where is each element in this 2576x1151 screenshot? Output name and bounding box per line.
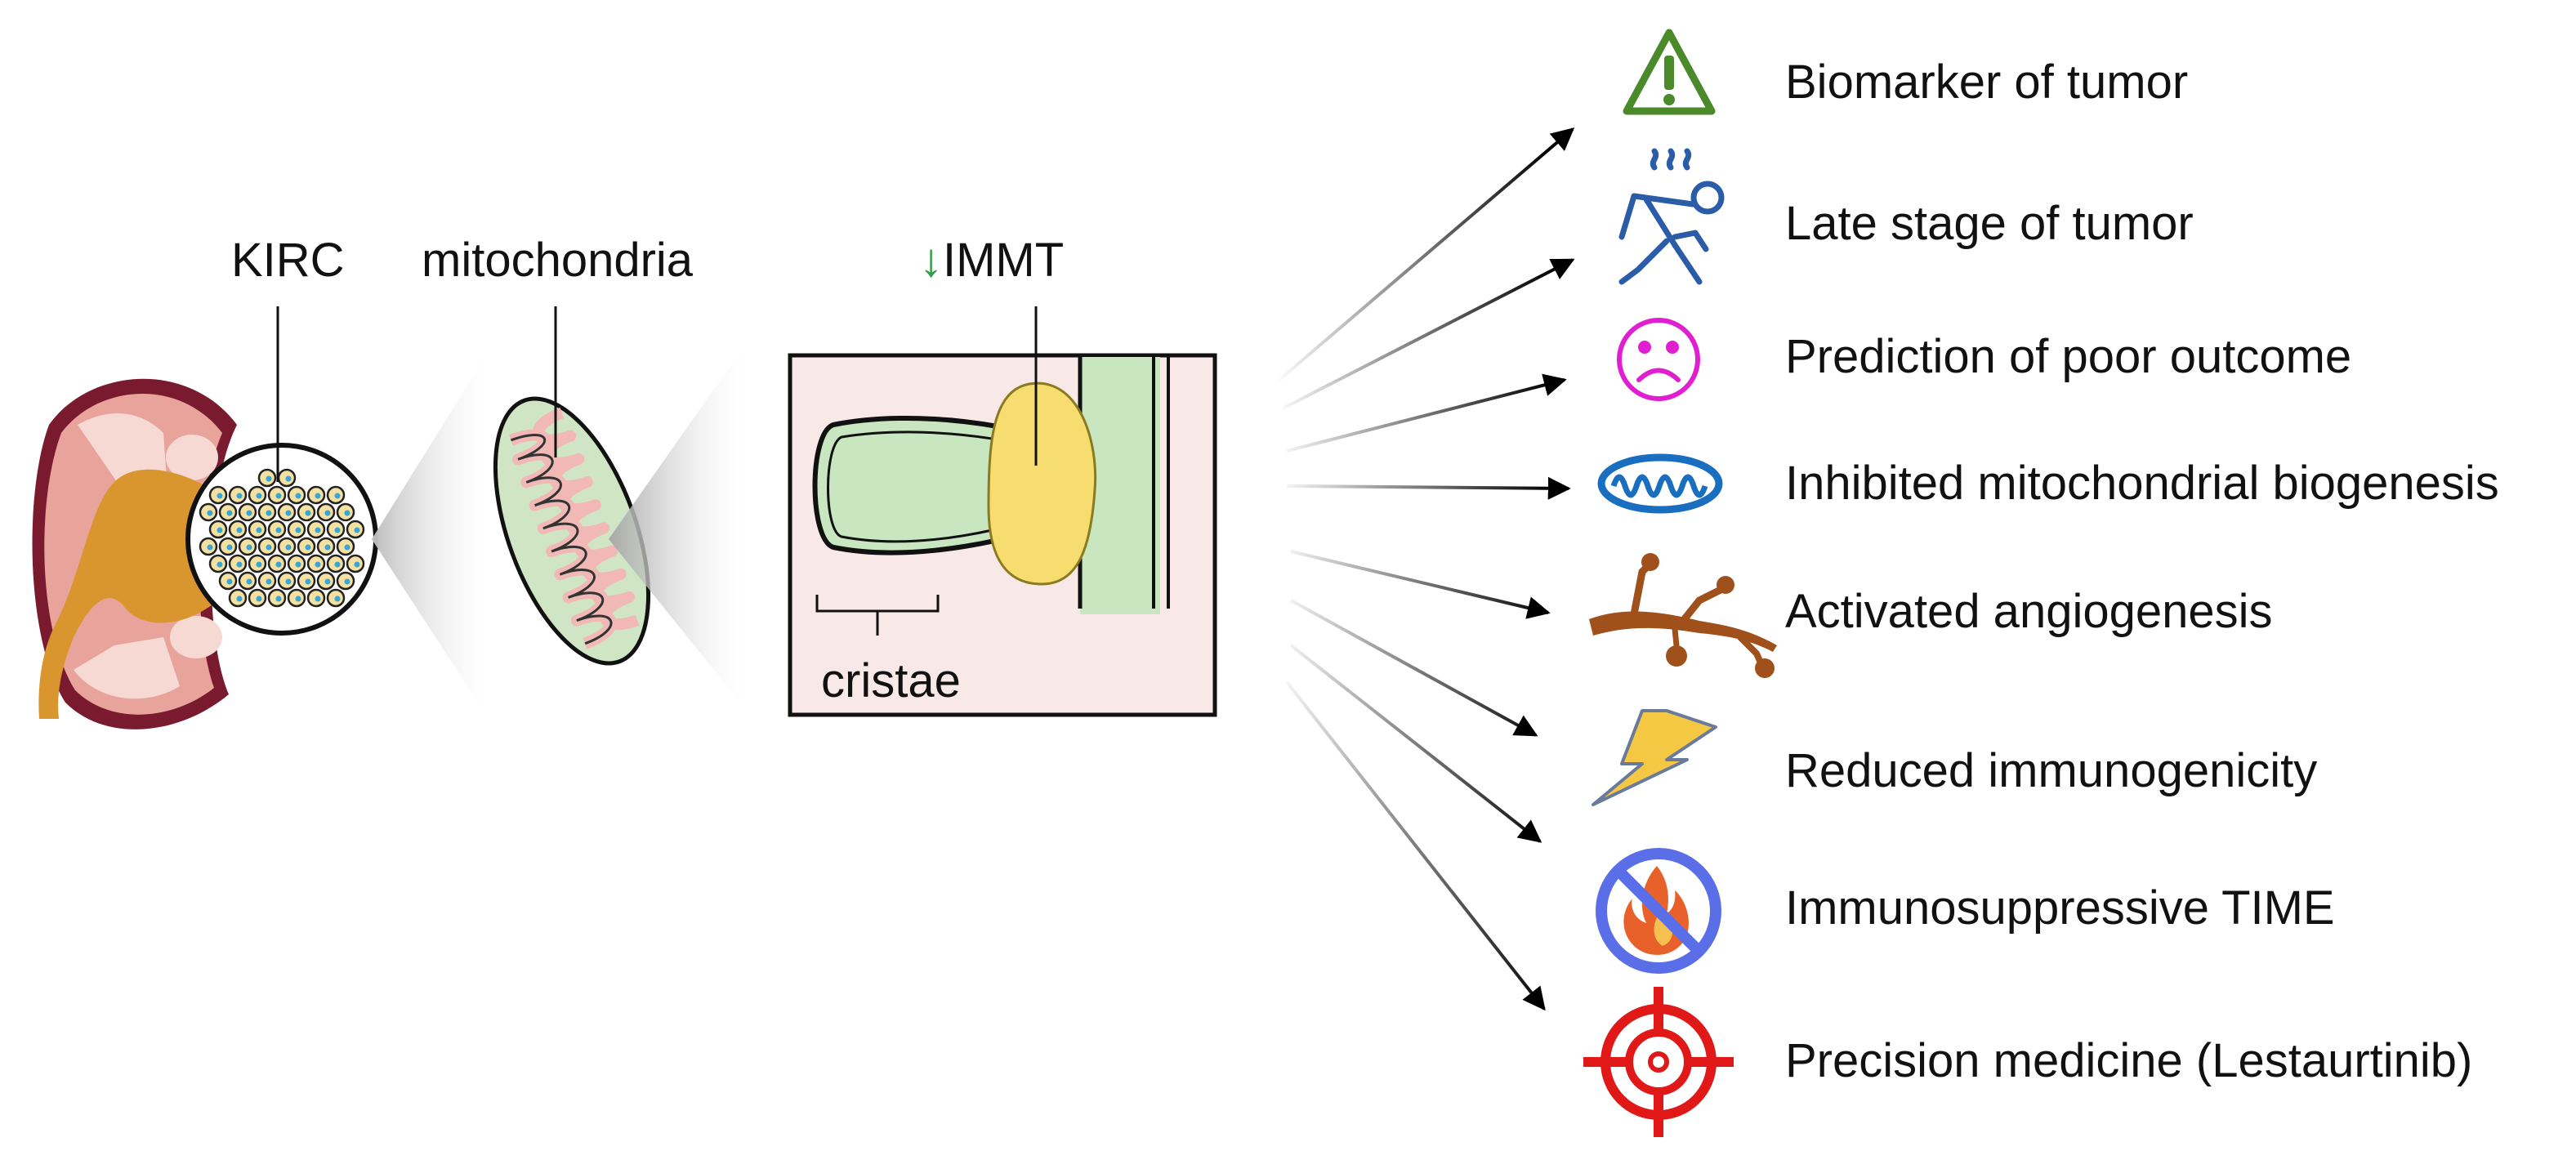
tumor-cell-nucleus bbox=[334, 527, 341, 533]
tumor-cell-nucleus bbox=[305, 544, 311, 551]
tumor-cell-nucleus bbox=[226, 544, 233, 551]
outcome-label-poor-outcome: Prediction of poor outcome bbox=[1785, 330, 2352, 383]
outcome-arrow-5 bbox=[1290, 550, 1551, 619]
no-fire-icon bbox=[1596, 848, 1721, 974]
immt-label-text: IMMT bbox=[943, 234, 1065, 287]
zoom-funnel-1 bbox=[372, 351, 489, 719]
tumor-cell-nucleus bbox=[295, 527, 301, 533]
kidney-illustration bbox=[32, 378, 238, 729]
tumor-cell-nucleus bbox=[217, 561, 223, 568]
tumor-cell-nucleus bbox=[315, 493, 321, 499]
tumor-cell-nucleus bbox=[236, 527, 243, 533]
tumor-cell-nucleus bbox=[285, 578, 292, 585]
kirc-label: KIRC bbox=[231, 234, 345, 287]
mitochondria-label: mitochondria bbox=[422, 234, 694, 287]
tumor-cell-nucleus bbox=[256, 596, 262, 602]
outcome-label-precision-medicine: Precision medicine (Lestaurtinib) bbox=[1785, 1034, 2473, 1087]
branching-vessel-icon bbox=[1589, 553, 1777, 678]
outcome-arrow-1 bbox=[1273, 127, 1575, 386]
tumor-cell-nucleus bbox=[236, 493, 243, 499]
outcome-label-immunogenicity: Reduced immunogenicity bbox=[1785, 744, 2318, 797]
tumor-cell-nucleus bbox=[344, 544, 350, 551]
zoom-funnel-2 bbox=[609, 347, 743, 707]
tumor-cell-nucleus bbox=[354, 527, 360, 533]
outcome-label-mito-biogenesis: Inhibited mitochondrial biogenesis bbox=[1785, 457, 2499, 510]
tumor-cell-nucleus bbox=[256, 493, 262, 499]
tumor-cell-nucleus bbox=[246, 544, 252, 551]
tumor-cell-nucleus bbox=[295, 493, 301, 499]
tumor-cell-nucleus bbox=[295, 596, 301, 602]
lightning-icon bbox=[1592, 709, 1717, 806]
outcome-label-angiogenesis: Activated angiogenesis bbox=[1785, 585, 2273, 638]
outcome-arrow-8 bbox=[1285, 680, 1546, 1011]
exhausted-person-icon bbox=[1618, 148, 1725, 285]
tumor-cell-nucleus bbox=[207, 544, 213, 551]
tumor-cell-nucleus bbox=[305, 510, 311, 516]
outcome-arrow-6 bbox=[1290, 599, 1538, 737]
outcome-arrows bbox=[1273, 127, 1575, 1011]
tumor-cell-nucleus bbox=[315, 527, 321, 533]
tumor-cell-nucleus bbox=[275, 527, 282, 533]
tumor-cell-nucleus bbox=[266, 475, 272, 482]
tumor-cell-nucleus bbox=[324, 544, 331, 551]
outcome-arrow-7 bbox=[1289, 644, 1542, 843]
tumor-cell-nucleus bbox=[295, 561, 301, 568]
tumor-cell-nucleus bbox=[285, 475, 292, 482]
tumor-cell-nucleus bbox=[315, 561, 321, 568]
warning-triangle-icon bbox=[1623, 29, 1716, 115]
tumor-cell-nucleus bbox=[246, 510, 252, 516]
outcome-label-biomarker: Biomarker of tumor bbox=[1785, 56, 2189, 109]
tumor-cell-nucleus bbox=[344, 578, 350, 585]
tumor-cell-nucleus bbox=[266, 510, 272, 516]
outcome-arrow-4 bbox=[1286, 476, 1571, 500]
outcome-label-late-stage: Late stage of tumor bbox=[1785, 197, 2194, 250]
tumor-cell-nucleus bbox=[256, 561, 262, 568]
tumor-cell-nucleus bbox=[217, 527, 223, 533]
tumor-cell-nucleus bbox=[275, 596, 282, 602]
tumor-cell-nucleus bbox=[344, 510, 350, 516]
tumor-cell-nucleus bbox=[236, 561, 243, 568]
crista-zoom-box bbox=[788, 353, 1217, 717]
kirc-cell-cluster bbox=[185, 443, 378, 636]
outcome-label-time: Immunosuppressive TIME bbox=[1785, 881, 2335, 935]
tumor-cell-nucleus bbox=[236, 596, 243, 602]
mitochondrion-icon bbox=[1597, 453, 1723, 514]
tumor-cell-nucleus bbox=[226, 510, 233, 516]
tumor-cell-nucleus bbox=[315, 596, 321, 602]
tumor-cell-nucleus bbox=[285, 510, 292, 516]
tumor-cell-nucleus bbox=[324, 510, 331, 516]
tumor-cell-nucleus bbox=[256, 527, 262, 533]
tumor-cell-nucleus bbox=[334, 596, 341, 602]
tumor-cell-nucleus bbox=[275, 561, 282, 568]
target-icon bbox=[1583, 987, 1734, 1137]
cristae-label: cristae bbox=[821, 654, 961, 707]
tumor-cell-nucleus bbox=[305, 578, 311, 585]
tumor-cell-nucleus bbox=[246, 578, 252, 585]
tumor-cell-nucleus bbox=[217, 493, 223, 499]
outcome-arrow-3 bbox=[1286, 373, 1567, 453]
tumor-cell-nucleus bbox=[226, 578, 233, 585]
tumor-cell-nucleus bbox=[334, 561, 341, 568]
tumor-cell-nucleus bbox=[266, 578, 272, 585]
tumor-cell-nucleus bbox=[285, 544, 292, 551]
sad-face-icon bbox=[1617, 318, 1700, 401]
tumor-cell-nucleus bbox=[266, 544, 272, 551]
outcome-arrow-2 bbox=[1282, 258, 1575, 410]
down-arrow-icon: ↓ bbox=[919, 234, 943, 287]
tumor-cell-nucleus bbox=[324, 578, 331, 585]
immt-label: ↓IMMT bbox=[919, 237, 1064, 284]
tumor-cell-nucleus bbox=[275, 493, 282, 499]
mitochondrion-illustration bbox=[493, 396, 651, 666]
tumor-cell-nucleus bbox=[334, 493, 341, 499]
tumor-cell-nucleus bbox=[354, 561, 360, 568]
tumor-cell-nucleus bbox=[207, 510, 213, 516]
